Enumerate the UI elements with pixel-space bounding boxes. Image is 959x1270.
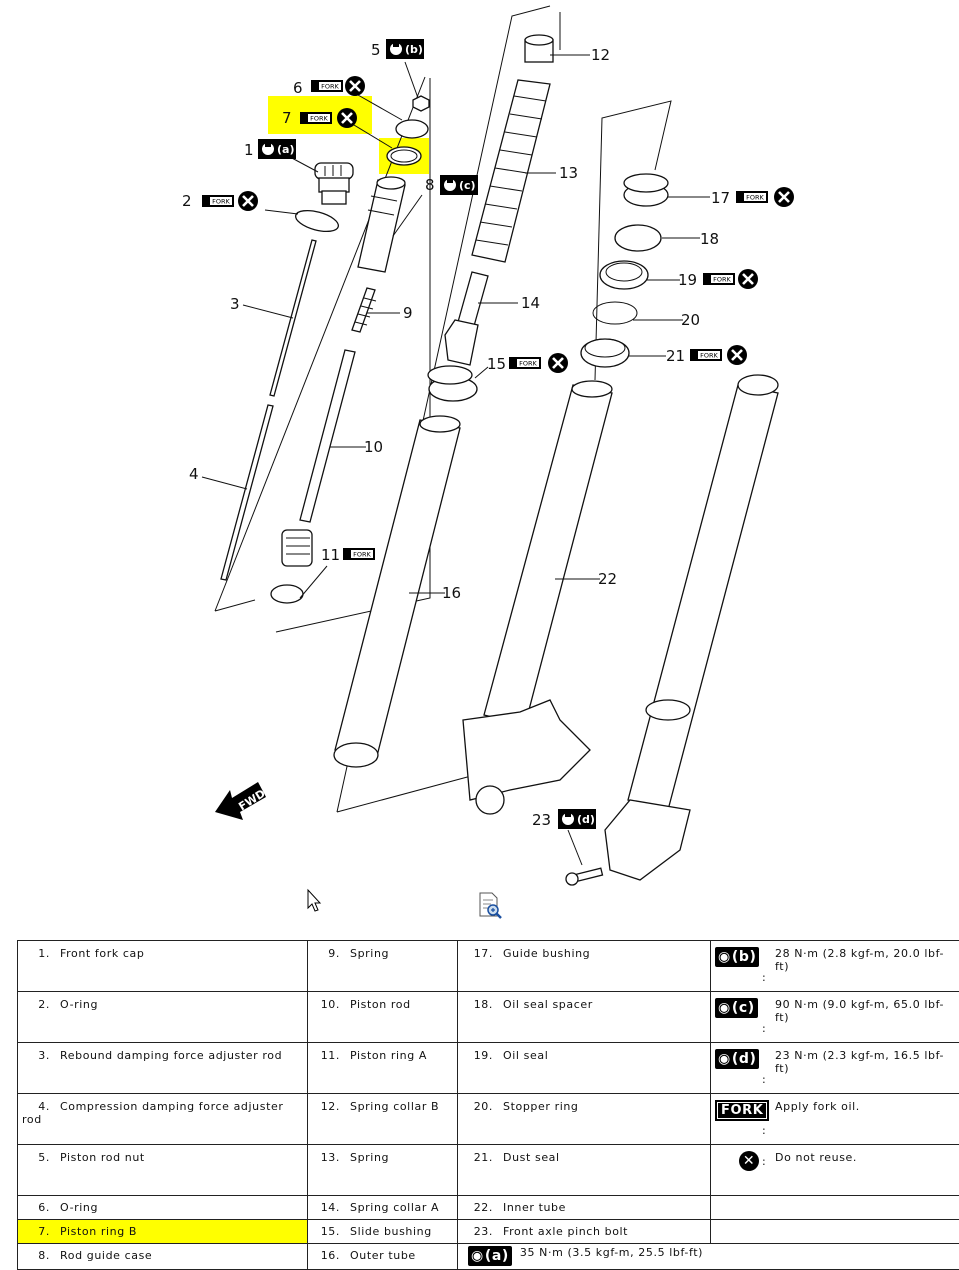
part-piston-ring-a <box>271 585 303 603</box>
part-piston-rod <box>282 350 355 566</box>
part-spring-13 <box>472 80 550 262</box>
legend-row: 2.O-ring 10.Piston rod 18.Oil seal space… <box>18 992 959 1043</box>
do-not-reuse-icon <box>727 345 747 365</box>
part-dust-seal <box>581 339 629 367</box>
zoom-document-icon[interactable] <box>480 893 501 918</box>
torque-b-icon: ◉(b) <box>715 947 759 967</box>
legend-row: 1.Front fork cap 9.Spring 17.Guide bushi… <box>18 941 959 992</box>
callout-6: 6 <box>293 79 303 97</box>
part-piston-rod-nut <box>413 96 429 111</box>
torque-d-icon: (d) <box>558 809 596 829</box>
legend-row: 4.Compression damping force adjuster rod… <box>18 1094 959 1145</box>
legend-row: 5.Piston rod nut 13.Spring 21.Dust seal … <box>18 1145 959 1196</box>
fork-oil-icon <box>311 80 343 92</box>
part-inner-tube <box>463 381 612 814</box>
callout-10: 10 <box>364 438 383 456</box>
do-not-reuse-icon <box>345 76 365 96</box>
fork-oil-icon <box>736 191 768 203</box>
callout-17: 17 <box>711 189 730 207</box>
part-compression-adjuster-rod <box>221 405 273 580</box>
part-spring-collar-a <box>445 272 488 365</box>
panel-line <box>337 772 486 812</box>
callout-22: 22 <box>598 570 617 588</box>
fork-oil-icon <box>690 349 722 361</box>
torque-a-icon: ◉(a) <box>468 1246 512 1266</box>
torque-a-icon: (a) <box>258 139 296 159</box>
part-o-ring-2 <box>293 207 340 236</box>
callout-5: 5 <box>371 41 381 59</box>
part-oil-seal <box>600 261 648 289</box>
callout-19: 19 <box>678 271 697 289</box>
callout-14: 14 <box>521 294 540 312</box>
do-not-reuse-icon <box>738 269 758 289</box>
callout-4: 4 <box>189 465 199 483</box>
fork-oil-icon <box>509 357 541 369</box>
legend-label: Front fork cap <box>60 947 144 960</box>
callout-3: 3 <box>230 295 240 313</box>
do-not-reuse-icon: ✕ <box>739 1151 759 1171</box>
callout-21: 21 <box>666 347 685 365</box>
callout-23: 23 <box>532 811 551 829</box>
callout-15: 15 <box>487 355 506 373</box>
part-stopper-ring <box>593 302 637 324</box>
fwd-arrow: FWD <box>215 782 268 820</box>
callout-9: 9 <box>403 304 413 322</box>
legend-label: Spring <box>350 947 389 960</box>
do-not-reuse-icon <box>238 191 258 211</box>
torque-c-icon: (c) <box>440 175 478 195</box>
svg-text:(a): (a) <box>277 143 294 156</box>
fork-oil-icon <box>343 548 375 560</box>
do-not-reuse-icon <box>774 187 794 207</box>
torque-b-icon: (b) <box>386 39 424 59</box>
callout-7: 7 <box>282 109 292 127</box>
svg-text:(d): (d) <box>577 813 595 826</box>
legend-row: 8.Rod guide case 16.Outer tube ◉(a)35 N·… <box>18 1244 959 1270</box>
part-slide-bushing <box>428 366 477 401</box>
svg-text:(b): (b) <box>405 43 423 56</box>
parts-legend-table: 1.Front fork cap 9.Spring 17.Guide bushi… <box>17 940 959 1270</box>
legend-row-highlighted: 7.Piston ring B 15.Slide bushing 23.Fron… <box>18 1220 959 1244</box>
panel-line <box>215 600 255 611</box>
mouse-cursor-icon <box>308 890 320 911</box>
fork-oil-icon: FORK <box>715 1100 769 1121</box>
callout-11: 11 <box>321 546 340 564</box>
torque-c-icon: ◉(c) <box>715 998 758 1018</box>
part-spring-collar-b <box>525 35 553 62</box>
part-oil-seal-spacer <box>615 225 661 251</box>
exploded-front-fork-diagram: FORK <box>0 0 959 935</box>
do-not-reuse-icon <box>337 108 357 128</box>
callout-20: 20 <box>681 311 700 329</box>
callout-16: 16 <box>442 584 461 602</box>
legend-label: Guide bushing <box>503 947 590 960</box>
callout-1: 1 <box>244 141 254 159</box>
fork-oil-icon <box>202 195 234 207</box>
callout-18: 18 <box>700 230 719 248</box>
fork-oil-icon <box>300 112 332 124</box>
part-spring-9 <box>352 288 376 332</box>
part-rod-guide-case <box>358 177 405 272</box>
callout-2: 2 <box>182 192 192 210</box>
callout-13: 13 <box>559 164 578 182</box>
part-front-fork-cap <box>315 163 353 204</box>
torque-d-icon: ◉(d) <box>715 1049 759 1069</box>
legend-row: 3.Rebound damping force adjuster rod 11.… <box>18 1043 959 1094</box>
part-o-ring-6 <box>396 120 428 138</box>
part-axle-pinch-bolt <box>566 868 602 885</box>
do-not-reuse-icon <box>548 353 568 373</box>
part-assembled-fork <box>605 375 778 880</box>
callout-8: 8 <box>425 176 435 194</box>
part-guide-bushing <box>624 174 668 206</box>
fork-oil-icon <box>703 273 735 285</box>
svg-text:(c): (c) <box>459 179 476 192</box>
callout-12: 12 <box>591 46 610 64</box>
legend-row: 6.O-ring 14.Spring collar A 22.Inner tub… <box>18 1196 959 1220</box>
